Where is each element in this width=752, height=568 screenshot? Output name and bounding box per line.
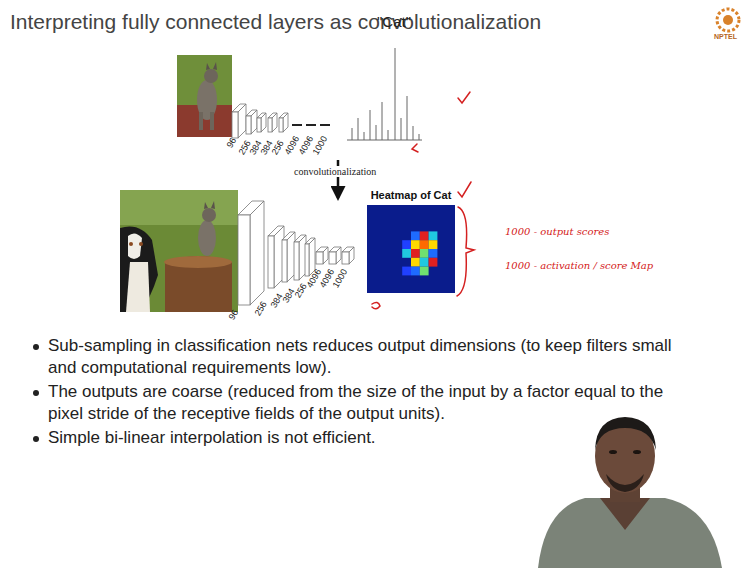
layer-block [282, 232, 295, 282]
fc-layer [320, 124, 330, 126]
layer-blocks [232, 104, 354, 305]
fc-layer [306, 124, 316, 126]
slide-title: Interpreting fully connected layers as c… [10, 10, 541, 34]
transform-label: convolutionalization [292, 166, 378, 177]
hand-note: 1000 - output scores [505, 226, 609, 237]
hand-note: 1000 - activation / score Map [505, 260, 653, 271]
dog-cat-photo [120, 190, 238, 312]
logo [717, 9, 739, 31]
layer-block [294, 235, 306, 280]
layer-block [268, 113, 277, 132]
logo-text: NPTEL [714, 33, 737, 41]
layer-size: 96 [225, 136, 239, 150]
layer-size: 256 [253, 300, 269, 318]
bullet-text: The outputs are coarse (reduced from the… [48, 381, 698, 425]
layer-block [238, 201, 264, 305]
heatmap-panel: Heatmap of Cat [367, 189, 455, 293]
score-bars [347, 48, 422, 140]
fc-layer [292, 124, 302, 126]
class-label: "Cat" [377, 14, 411, 31]
cat-photo [177, 55, 232, 137]
panel-heading: Heatmap of Cat [367, 189, 455, 202]
heatmap [367, 205, 455, 293]
presenter [538, 417, 722, 568]
layer-block [342, 247, 354, 264]
bullet-text: Simple bi-linear interpolation is not ef… [48, 427, 698, 449]
layer-block [279, 113, 288, 132]
bullet-text: Sub-sampling in classification nets redu… [48, 335, 698, 379]
layer-block [329, 247, 341, 264]
layer-block [316, 247, 328, 264]
layer-block [257, 113, 266, 132]
bullet-dots [33, 344, 39, 442]
layer-size: 96 [227, 308, 241, 322]
layer-block [232, 104, 246, 138]
layer-block [246, 110, 257, 134]
